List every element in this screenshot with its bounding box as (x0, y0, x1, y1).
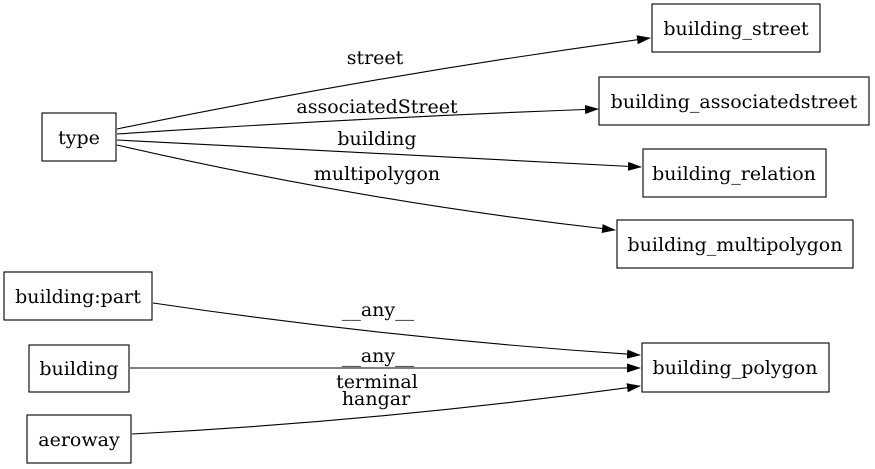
node-building_relation: building_relation (642, 148, 827, 198)
edge-type-to-building_multipolygon (116, 144, 616, 234)
node-building-part-label: building:part (15, 286, 141, 308)
edge-label-hangar: hangar (342, 388, 411, 410)
edge-label-terminal: terminal (336, 371, 418, 393)
node-building_polygon: building_polygon (641, 342, 830, 393)
node-aeroway-box (26, 414, 132, 464)
node-building_street-box (651, 3, 821, 53)
node-building_street: building_street (651, 3, 821, 53)
node-building_associatedstreet-label: building_associatedstreet (611, 91, 858, 113)
edge-label-multipolygon: multipolygon (314, 163, 440, 185)
node-building_street-label: building_street (663, 18, 809, 40)
edge-label-building: building (337, 128, 416, 150)
edge-type-to-building_associatedstreet (116, 104, 599, 135)
edge-label-any-2: __any__ (342, 345, 415, 367)
edge-label-any-1: __any__ (342, 299, 415, 321)
edge-label-group: street associatedStreet building multipo… (296, 47, 458, 410)
node-type-box (41, 112, 117, 162)
node-building_relation-label: building_relation (652, 163, 816, 185)
node-building: building (28, 344, 130, 393)
edge-label-street: street (347, 47, 404, 69)
node-building_polygon-box (641, 342, 830, 393)
edge-type-to-building_street (116, 35, 651, 130)
node-aeroway: aeroway (26, 414, 132, 464)
node-building_associatedstreet-box (598, 76, 870, 126)
node-aeroway-label: aeroway (38, 429, 120, 451)
node-building_multipolygon-label: building_multipolygon (628, 234, 843, 256)
edge-type-to-building_relation (116, 139, 642, 171)
node-building_multipolygon-box (616, 219, 854, 269)
node-building_multipolygon: building_multipolygon (616, 219, 854, 269)
edge-group (116, 35, 651, 435)
node-building-part: building:part (3, 271, 153, 321)
node-building-part-box (3, 271, 153, 321)
node-type: type (41, 112, 117, 162)
node-building-label: building (39, 358, 118, 380)
edge-label-associatedstreet: associatedStreet (296, 96, 458, 118)
edge-buildingpart-to-building_polygon (152, 302, 641, 359)
node-type-label: type (58, 127, 100, 149)
edge-aeroway-to-building_polygon (131, 383, 641, 435)
node-building_relation-box (642, 148, 827, 198)
node-building_polygon-label: building_polygon (653, 357, 818, 379)
node-building-box (28, 344, 130, 393)
node-building_associatedstreet: building_associatedstreet (598, 76, 870, 126)
